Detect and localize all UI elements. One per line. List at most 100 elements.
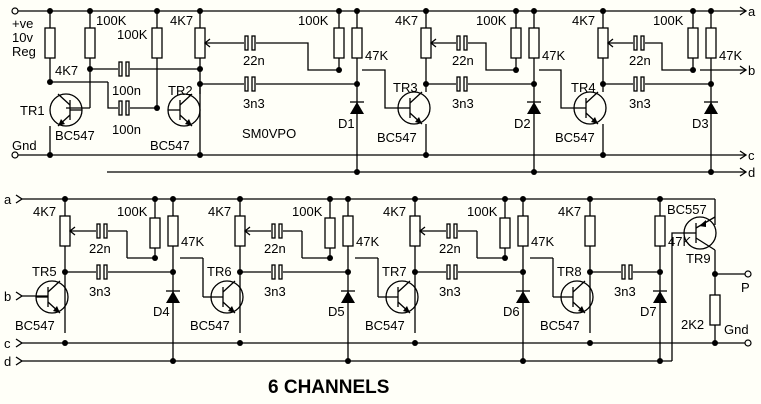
c-fb-label-2: 3n3: [629, 96, 651, 111]
c-couple-label-1: 22n: [452, 53, 474, 68]
junction: [152, 196, 158, 202]
c-couple-label-2: 22n: [629, 53, 651, 68]
feedback-capacitor: [446, 264, 458, 280]
junction: [587, 196, 593, 202]
r2-label-bottom-2: 47K: [531, 234, 554, 249]
diode-label-3: D3: [692, 116, 709, 131]
c2-label: 100n: [112, 122, 141, 137]
bus-in-a: a: [4, 192, 12, 207]
coupling-capacitor: [446, 223, 458, 239]
bus-label-c: c: [748, 148, 755, 163]
junction: [657, 358, 663, 364]
r-coll1-label: 4K7: [55, 63, 78, 78]
c-fb-label-1: 3n3: [452, 96, 474, 111]
coupling-capacitor: [271, 223, 283, 239]
r-base2-label: 100K: [117, 27, 148, 42]
stage-tr3: [333, 8, 533, 175]
pot-label-bottom-3: 4K7: [558, 204, 581, 219]
junction: [502, 196, 508, 202]
top-rails: [11, 6, 748, 177]
junction: [520, 269, 526, 275]
junction: [170, 358, 176, 364]
diode-icon: [340, 290, 356, 304]
junction: [345, 196, 351, 202]
feedback-capacitor: [271, 264, 283, 280]
feedback-capacitor: [621, 264, 633, 280]
output-stage: [683, 216, 745, 346]
tr4-type: BC547: [555, 130, 595, 145]
resistor-100k: [499, 217, 511, 249]
npn-transistor-icon: [210, 280, 244, 314]
junction: [587, 340, 593, 346]
diode-icon: [515, 290, 531, 304]
resistor-47k: [517, 215, 529, 247]
resistor-100k: [149, 217, 161, 249]
junction: [62, 196, 68, 202]
bus-label-d: d: [748, 165, 755, 180]
c-couple-label-0: 22n: [243, 53, 265, 68]
junction: [345, 358, 351, 364]
r2-label-2: 47K: [542, 48, 565, 63]
collector-resistor: [234, 215, 246, 247]
gnd-label-bottom: Gnd: [724, 322, 749, 337]
tr2-type: BC547: [150, 138, 190, 153]
r2-label-3: 47K: [719, 48, 742, 63]
c1-label: 100n: [112, 83, 141, 98]
wiper-arrow: [243, 226, 251, 236]
diode-icon: [652, 290, 668, 304]
junction: [327, 196, 333, 202]
tr-label-bottom-2: TR7: [382, 264, 407, 279]
tr1-label: TR1: [20, 103, 45, 118]
tr-type-bottom-0: BC547: [15, 318, 55, 333]
bottom-rails: [15, 194, 752, 366]
junction: [412, 340, 418, 346]
output-p-label: P: [741, 280, 750, 295]
resistor-47k: [167, 215, 179, 247]
stage-tr4: [510, 8, 719, 175]
diode-label-bottom-1: D5: [328, 304, 345, 319]
resistor-47k: [342, 215, 354, 247]
pot-label-1: 4K7: [395, 13, 418, 28]
multivibrator: [44, 8, 355, 158]
junction: [412, 196, 418, 202]
pot-label-bottom-0: 4K7: [33, 204, 56, 219]
junction: [170, 269, 176, 275]
tr-type-bottom-1: BC547: [190, 318, 230, 333]
author-label: SM0VPO: [242, 126, 296, 141]
resistor-47k: [654, 215, 666, 247]
tr-label-bottom-1: TR6: [207, 264, 232, 279]
diode-label-2: D2: [514, 116, 531, 131]
tr4-label: TR4: [571, 80, 596, 95]
pot-label-2: 4K7: [572, 13, 595, 28]
r-load-label: 2K2: [681, 317, 704, 332]
feedback-capacitor: [96, 264, 108, 280]
junction: [237, 196, 243, 202]
r2-label-bottom-3: 47K: [668, 234, 691, 249]
r1-label-bottom-0: 100K: [117, 204, 148, 219]
junction: [62, 340, 68, 346]
collector-resistor: [59, 215, 71, 247]
tr3-label: TR3: [393, 80, 418, 95]
junction: [345, 269, 351, 275]
r2-label-1: 47K: [365, 48, 388, 63]
pot-label-0: 4K7: [170, 13, 193, 28]
npn-transistor-icon: [560, 280, 594, 314]
r2-label-bottom-0: 47K: [181, 234, 204, 249]
r-base1-label: 100K: [96, 13, 127, 28]
supply-label-3: Reg: [12, 44, 36, 59]
r1-label-3: 100K: [653, 13, 684, 28]
junction: [657, 269, 663, 275]
tr9-type: BC557: [667, 202, 707, 217]
c-fb-label-0: 3n3: [243, 96, 265, 111]
r1-label-1: 100K: [298, 13, 329, 28]
c-fb-label-bottom-0: 3n3: [89, 284, 111, 299]
junction: [237, 340, 243, 346]
tr-type-bottom-3: BC547: [540, 318, 580, 333]
collector-resistor: [584, 215, 596, 247]
tr3-type: BC547: [377, 130, 417, 145]
diode-label-bottom-0: D4: [153, 304, 170, 319]
diode-icon: [165, 290, 181, 304]
npn-transistor-icon: [385, 280, 419, 314]
diode-label-bottom-3: D7: [640, 304, 657, 319]
supply-label-2: 10v: [12, 30, 33, 45]
